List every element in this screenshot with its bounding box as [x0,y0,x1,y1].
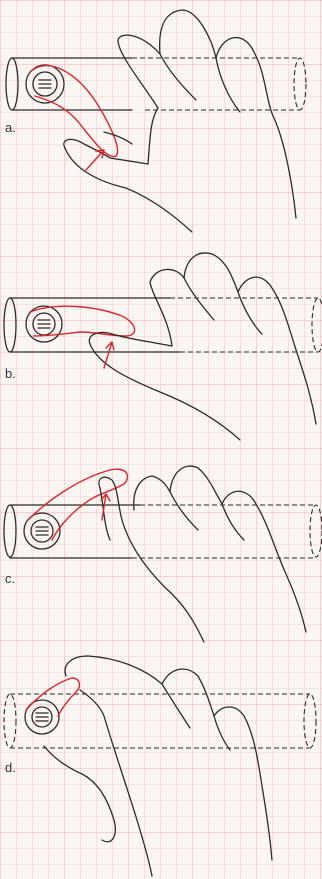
panel-a-label: a. [5,120,16,135]
panel-d-label: d. [5,760,16,775]
panel-b-label: b. [5,366,16,381]
panel-c-label: c. [5,571,15,586]
